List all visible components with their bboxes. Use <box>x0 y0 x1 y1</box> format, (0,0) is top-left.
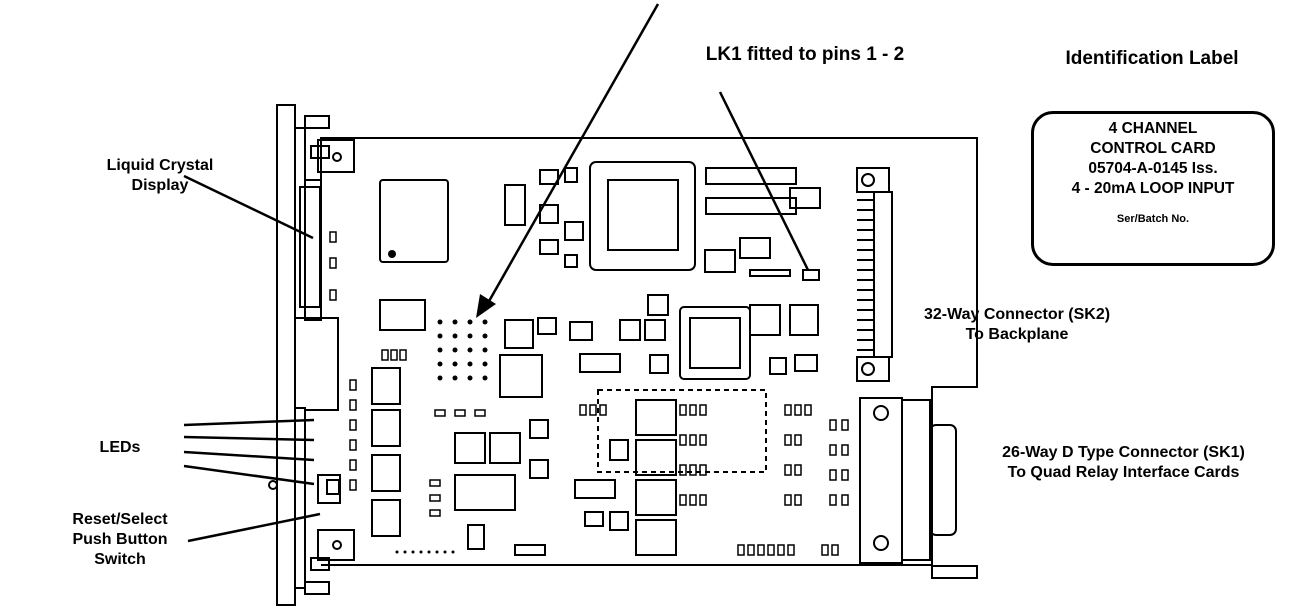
reset-label-line-3: Switch <box>94 551 146 568</box>
lcd-label-line-2: Display <box>131 177 189 194</box>
sk2-label: 32-Way Connector (SK2) To Backplane <box>912 305 1122 345</box>
sk1-label-line-2: To Quad Relay Interface Cards <box>1007 464 1240 481</box>
id-label-line-4: 4 - 20mA LOOP INPUT <box>1071 180 1235 197</box>
led-leader-4 <box>183 464 315 486</box>
id-label-serial: Ser/Batch No. <box>1116 213 1190 225</box>
leds-label: LEDs <box>99 439 141 456</box>
led-leader-1 <box>183 418 315 427</box>
sk2-connector <box>856 167 893 382</box>
id-label-line-2: CONTROL CARD <box>1090 140 1216 157</box>
pcb-outline <box>320 137 978 579</box>
lcd-label-line-1: Liquid Crystal <box>106 157 214 174</box>
id-label-line-3: 05704-A-0145 Iss. <box>1088 160 1218 177</box>
lk1-label: LK1 fitted to pins 1 - 2 <box>705 44 905 65</box>
identification-label-heading: Identification Label <box>1065 48 1239 69</box>
sk1-connector <box>859 397 957 564</box>
lcd-outline <box>299 186 321 308</box>
led-leader-2 <box>183 435 315 442</box>
reset-leader <box>187 512 321 543</box>
reset-label-line-2: Push Button <box>72 531 168 548</box>
lcd-leader <box>183 174 314 240</box>
sk1-label-line-1: 26-Way D Type Connector (SK1) <box>1002 444 1245 461</box>
lcd-label: Liquid Crystal Display <box>105 156 215 196</box>
front-panel <box>276 104 296 606</box>
led-leader-3 <box>183 450 315 462</box>
lk1-pins-leader <box>482 3 660 311</box>
reset-switch-label: Reset/Select Push Button Switch <box>55 510 185 570</box>
sk1-label: 26-Way D Type Connector (SK1) To Quad Re… <box>958 443 1289 483</box>
lk1-link-leader <box>718 91 810 271</box>
identification-label: 4 CHANNEL CONTROL CARD 05704-A-0145 Iss.… <box>1031 111 1275 266</box>
id-label-line-1: 4 CHANNEL <box>1108 120 1198 137</box>
reset-label-line-1: Reset/Select <box>72 511 168 528</box>
sk2-label-line-1: 32-Way Connector (SK2) <box>923 306 1111 323</box>
sk2-label-line-2: To Backplane <box>965 326 1069 343</box>
